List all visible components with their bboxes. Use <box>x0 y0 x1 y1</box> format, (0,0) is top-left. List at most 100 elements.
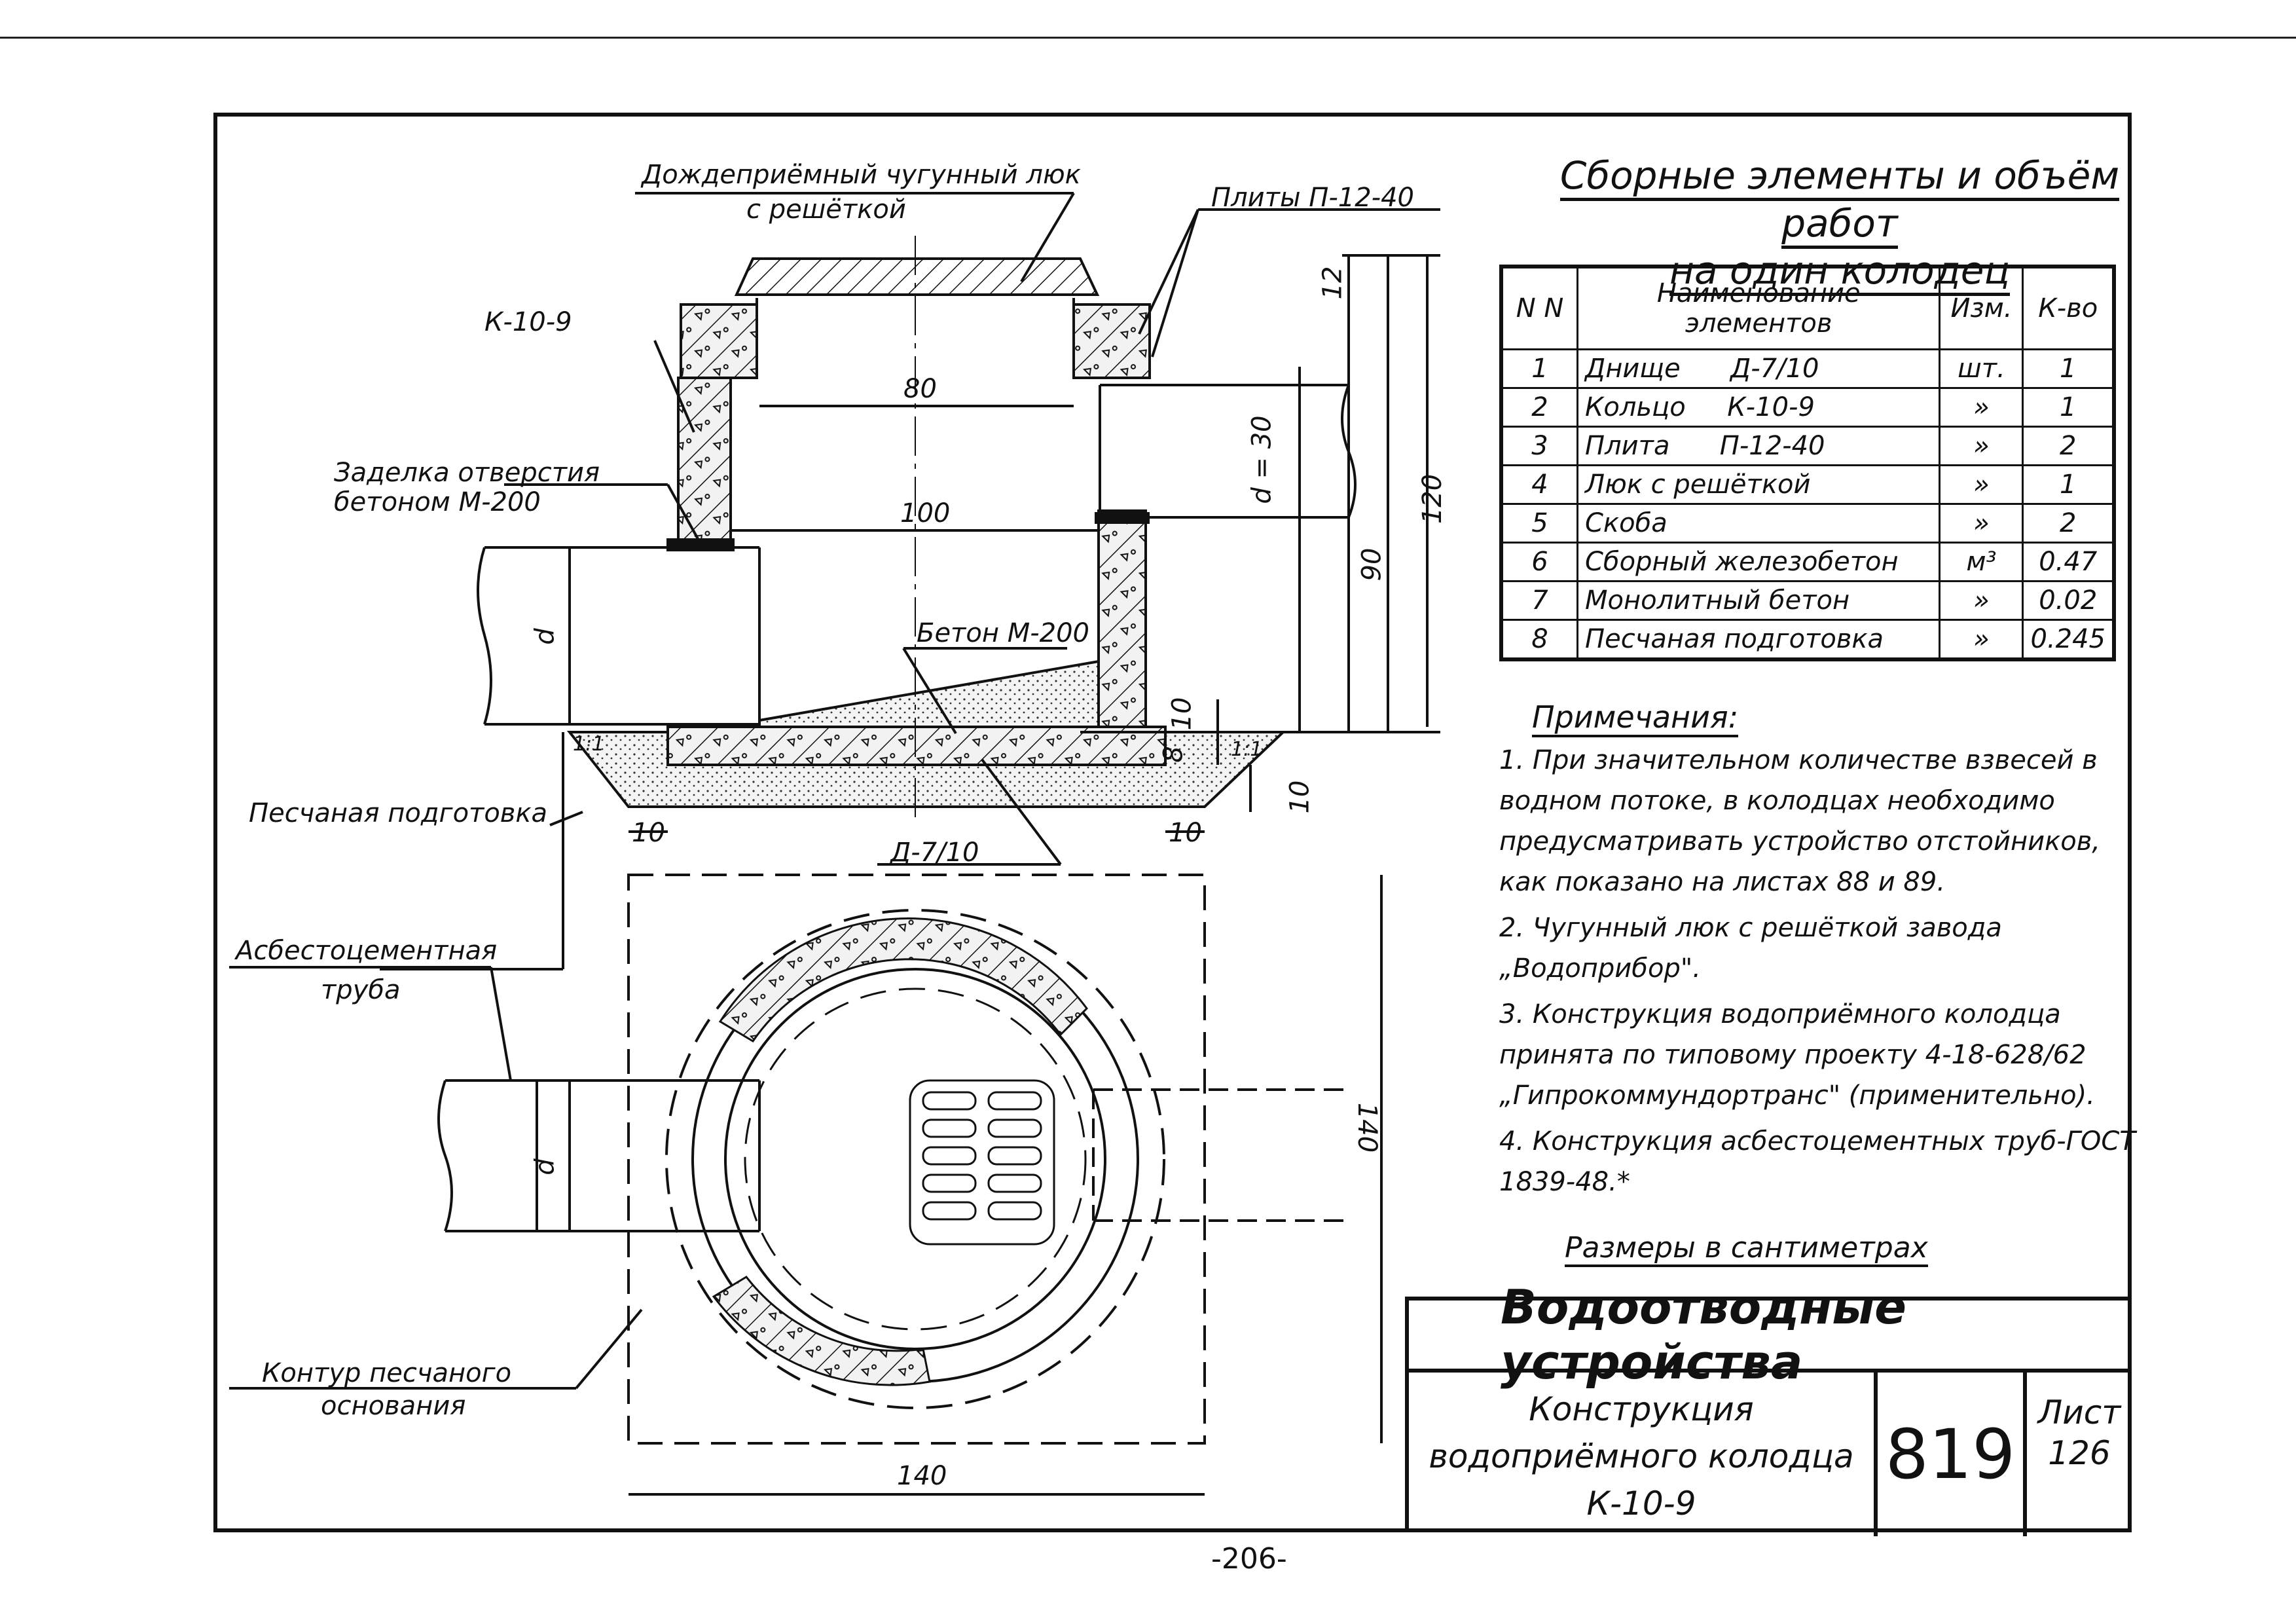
title-block-sheet: Лист 126 <box>2027 1373 2132 1536</box>
label-sand-contour-2: основания <box>321 1391 466 1421</box>
grate <box>909 1079 1055 1246</box>
dim-bed-10b: 10 <box>1285 780 1315 814</box>
dim-plan-140w: 140 <box>897 1461 947 1491</box>
cell-qty: 1 <box>2022 464 2115 505</box>
slab-right <box>1072 303 1151 379</box>
cell-name: Песчаная подготовка <box>1576 619 1941 661</box>
header-unit: Изм. <box>1939 265 2024 350</box>
title-block-section: Водоотводные устройства <box>1409 1280 2132 1390</box>
dim-inner-80: 80 <box>903 374 937 404</box>
cell-unit: » <box>1939 619 2024 661</box>
dim-side-10l: 10 <box>632 818 665 848</box>
sheet-label: Лист <box>2037 1393 2121 1431</box>
header-qty: К-во <box>2022 265 2115 350</box>
cell-name: Днище Д-7/10 <box>1576 348 1941 389</box>
notes: 1. При значительном количестве взвесей в… <box>1499 740 2141 1208</box>
page-number: -206- <box>1211 1542 1287 1576</box>
cell-n: 8 <box>1500 619 1578 661</box>
dim-d-plan: d <box>530 1158 560 1175</box>
label-sand-bed: Песчаная подготовка <box>249 798 548 828</box>
cell-name: Кольцо К-10-9 <box>1576 387 1941 428</box>
hatch-cover <box>734 257 1100 296</box>
dim-slope-r: 1:1 <box>1231 738 1263 761</box>
well-ring-inner <box>724 968 1106 1350</box>
cell-qty: 1 <box>2022 387 2115 428</box>
cell-n: 4 <box>1500 464 1578 505</box>
concrete-bottom <box>758 659 1100 728</box>
label-asbestos-pipe-2: труба <box>321 975 401 1005</box>
plan-pipe-left <box>445 1079 761 1232</box>
table-title-line1: Сборные элементы и объём работ <box>1559 153 2120 249</box>
label-ring: К-10-9 <box>484 307 572 337</box>
label-sealing-2: бетоном М-200 <box>334 487 541 517</box>
cell-name: Сборный железобетон <box>1576 542 1941 582</box>
label-sealing: Заделка отверстия <box>334 458 600 488</box>
dim-side-10r: 10 <box>1169 818 1202 848</box>
cell-unit: » <box>1939 426 2024 466</box>
title-block-desc-3: К-10-9 <box>1586 1485 1696 1522</box>
sheet-number: 126 <box>2048 1434 2111 1472</box>
cell-n: 6 <box>1500 542 1578 582</box>
title-block: Водоотводные устройства Конструкция водо… <box>1405 1280 2132 1536</box>
label-hatch-cover: Дождеприёмный чугунный люк <box>642 160 1081 190</box>
dim-d: d <box>530 628 560 645</box>
dim-inner-100: 100 <box>900 498 951 528</box>
cell-unit: » <box>1939 580 2024 621</box>
note-item: 3. Конструкция водоприёмного колодца при… <box>1499 999 2095 1111</box>
cell-n: 5 <box>1500 503 1578 544</box>
dim-plan-140h: 140 <box>1352 1102 1383 1153</box>
cell-n: 2 <box>1500 387 1578 428</box>
drawing-frame <box>213 113 2132 1532</box>
cell-name: Плита П-12-40 <box>1576 426 1941 466</box>
dim-height-120: 120 <box>1417 473 1448 525</box>
label-bottom: Д-7/10 <box>890 838 979 868</box>
cell-unit: м³ <box>1939 542 2024 582</box>
cell-unit: » <box>1939 503 2024 544</box>
cell-unit: шт. <box>1939 348 2024 389</box>
cell-name: Скоба <box>1576 503 1941 544</box>
dim-d30: d = 30 <box>1247 415 1277 504</box>
dim-slope-l: 1:1 <box>573 733 605 756</box>
cell-n: 3 <box>1500 426 1578 466</box>
dim-height-90: 90 <box>1357 547 1387 581</box>
label-asbestos-pipe: Асбестоцементная <box>236 936 498 966</box>
cell-unit: » <box>1939 387 2024 428</box>
label-sand-contour: Контур песчаного <box>262 1358 512 1388</box>
cell-name: Люк с решёткой <box>1576 464 1941 505</box>
title-block-description: Конструкция водоприёмного колодца К-10-9 <box>1409 1373 1878 1536</box>
ring-wall-left <box>677 377 732 543</box>
title-block-desc-1: Конструкция <box>1529 1390 1754 1428</box>
title-block-number: 819 <box>1878 1373 2027 1536</box>
elements-table: N N Наименование элементов Изм. К-во 1 Дн… <box>1499 265 2116 661</box>
header-nn: N N <box>1500 265 1578 350</box>
cell-n: 7 <box>1500 580 1578 621</box>
notes-title: Примечания: <box>1532 699 1739 737</box>
cell-qty: 2 <box>2022 503 2115 544</box>
sand-contour <box>627 874 1206 1445</box>
table-header-row: N N Наименование элементов Изм. К-во <box>1500 265 2115 350</box>
ring-wall-right <box>1097 509 1147 731</box>
cell-name: Монолитный бетон <box>1576 580 1941 621</box>
cell-qty: 0.245 <box>2022 619 2115 661</box>
dim-top-12: 12 <box>1317 266 1348 300</box>
left-pipe <box>484 546 761 726</box>
title-block-desc-2: водоприёмного колодца <box>1429 1437 1854 1475</box>
cell-unit: » <box>1939 464 2024 505</box>
note-item: 1. При значительном количестве взвесей в… <box>1499 745 2101 897</box>
well-outer <box>665 909 1165 1409</box>
cell-qty: 0.47 <box>2022 542 2115 582</box>
units-note: Размеры в сантиметрах <box>1565 1231 1928 1267</box>
cell-qty: 1 <box>2022 348 2115 389</box>
right-pipe <box>1099 384 1349 519</box>
dim-bed-8: 8 <box>1158 746 1189 763</box>
label-hatch-cover-2: с решёткой <box>746 194 906 225</box>
cell-qty: 2 <box>2022 426 2115 466</box>
